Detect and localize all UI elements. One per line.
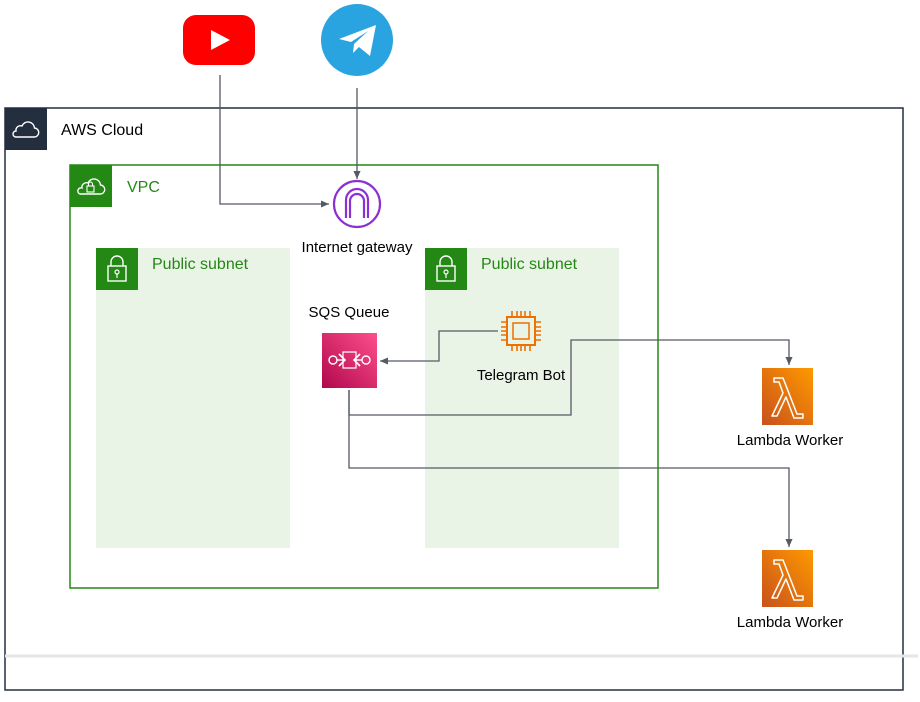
edge-youtube-to-gateway xyxy=(219,75,329,208)
aws-cloud-icon xyxy=(5,108,47,150)
lock-icon xyxy=(96,248,138,290)
vpc-icon xyxy=(70,165,112,207)
edge-bot-to-sqs xyxy=(380,330,498,365)
vpc-group: VPC xyxy=(69,164,659,589)
telegram-bot-label: Telegram Bot xyxy=(477,367,566,384)
lambda-worker-2-label: Lambda Worker xyxy=(737,614,843,631)
ec2-instance-icon xyxy=(501,311,541,351)
lambda-worker-2-node: Lambda Worker xyxy=(737,550,843,631)
sqs-queue-node: SQS Queue xyxy=(309,304,390,388)
edges xyxy=(219,75,793,547)
telegram-bot-node: Telegram Bot xyxy=(477,311,566,384)
public-subnet-left: Public subnet xyxy=(96,248,290,548)
vpc-border xyxy=(69,164,659,589)
aws-cloud-group: AWS Cloud xyxy=(4,107,918,691)
public-subnet-right: Public subnet xyxy=(425,248,619,548)
lambda-icon xyxy=(762,368,813,425)
youtube-icon xyxy=(183,15,255,65)
lambda-icon xyxy=(762,550,813,607)
subnet-left-label: Public subnet xyxy=(152,256,249,273)
lambda-worker-1-label: Lambda Worker xyxy=(737,432,843,449)
subnet-left-area xyxy=(96,248,290,548)
internet-gateway-label: Internet gateway xyxy=(302,239,413,256)
aws-cloud-label: AWS Cloud xyxy=(61,122,143,139)
lock-icon xyxy=(425,248,467,290)
aws-cloud-border xyxy=(4,107,904,691)
subnet-right-label: Public subnet xyxy=(481,256,578,273)
internet-gateway-node: Internet gateway xyxy=(302,179,413,256)
telegram-icon xyxy=(321,4,393,76)
sqs-icon xyxy=(322,333,377,388)
internet-gateway-icon xyxy=(332,179,382,229)
edge-sqs-to-lambda-2 xyxy=(348,390,793,547)
subnet-right-area xyxy=(425,248,619,548)
lambda-worker-1-node: Lambda Worker xyxy=(737,368,843,449)
sqs-queue-label: SQS Queue xyxy=(309,304,390,321)
vpc-label: VPC xyxy=(127,179,160,196)
